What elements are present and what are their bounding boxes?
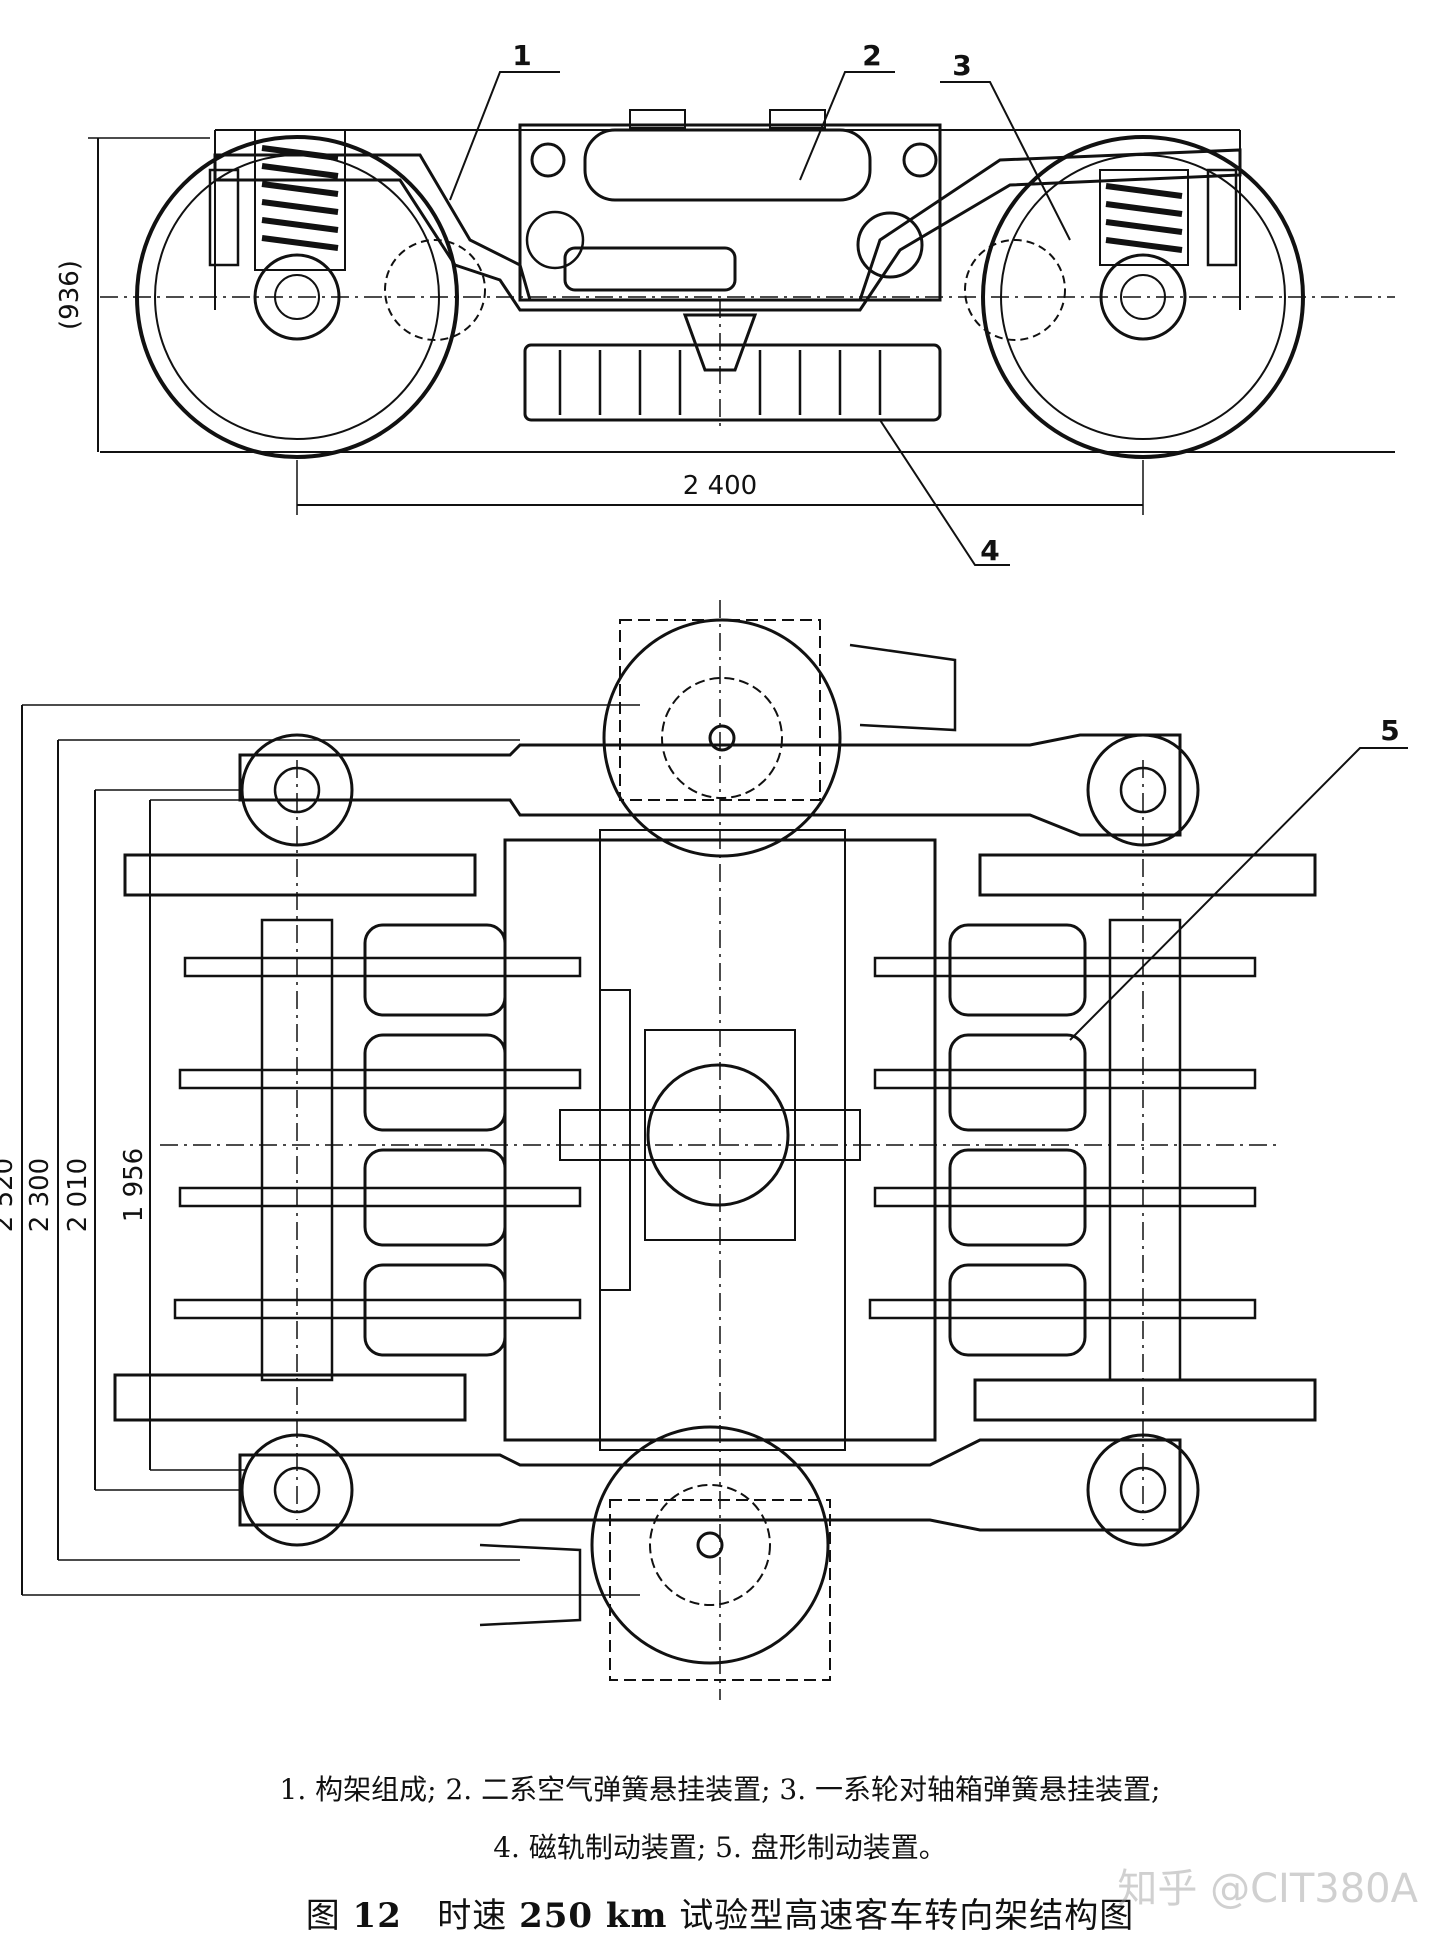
left-wheel <box>135 135 459 459</box>
figure-title-part-1: 时速 <box>437 1896 508 1936</box>
watermark: 知乎 @CIT380A <box>1117 1866 1418 1912</box>
right-wheel <box>981 135 1305 459</box>
left-disc-brakes <box>173 923 582 1357</box>
axle-box <box>1086 733 1200 847</box>
figure-number: 12 <box>352 1896 402 1936</box>
axle-box <box>240 733 354 847</box>
callout-3: 3 <box>952 49 971 82</box>
dim-width-2010: 2 010 <box>63 1158 93 1232</box>
figure-title-prefix: 图 <box>305 1896 341 1936</box>
magnetic-track-brake <box>523 343 942 422</box>
bogie-drawing: (936) 2 400 1 2 3 4 <box>0 39 1408 1700</box>
figure-title: 图 12 时速 250 km 试验型高速客车转向架结构图 <box>0 1888 1440 1937</box>
left-wheelset <box>113 760 477 1520</box>
bottom-frame-beam <box>238 1438 1182 1532</box>
left-coil-spring <box>254 129 346 271</box>
dim-width-2300: 2 300 <box>25 1158 55 1232</box>
caption-line-2: 4. 磁轨制动装置; 5. 盘形制动装置。 <box>493 1831 947 1864</box>
dim-width-1956: 1 956 <box>119 1148 149 1222</box>
callout-5: 5 <box>1380 714 1399 747</box>
plan-view: 2 520 2 300 2 010 1 956 5 <box>0 600 1408 1700</box>
dim-width-2520: 2 520 <box>0 1158 19 1232</box>
side-view: (936) 2 400 1 2 3 4 <box>55 39 1395 567</box>
air-spring <box>518 109 942 302</box>
right-wheelset <box>973 760 1317 1520</box>
top-frame-beam <box>238 733 1182 837</box>
dim-height-936: (936) <box>55 260 85 330</box>
axle-box <box>240 1433 354 1547</box>
right-coil-spring <box>1099 169 1189 266</box>
figure-title-speed: 250 km <box>519 1896 668 1936</box>
callout-4: 4 <box>980 534 999 567</box>
callout-2: 2 <box>862 39 881 72</box>
axle-box <box>1086 1433 1200 1547</box>
right-disc-brakes <box>868 923 1257 1357</box>
caption-line-1: 1. 构架组成; 2. 二系空气弹簧悬挂装置; 3. 一系轮对轴箱弹簧悬挂装置; <box>279 1773 1161 1806</box>
figure-title-part-2: 试验型高速客车转向架结构图 <box>679 1896 1135 1936</box>
callout-1: 1 <box>512 39 531 72</box>
dim-wheelbase-2400: 2 400 <box>683 471 757 501</box>
